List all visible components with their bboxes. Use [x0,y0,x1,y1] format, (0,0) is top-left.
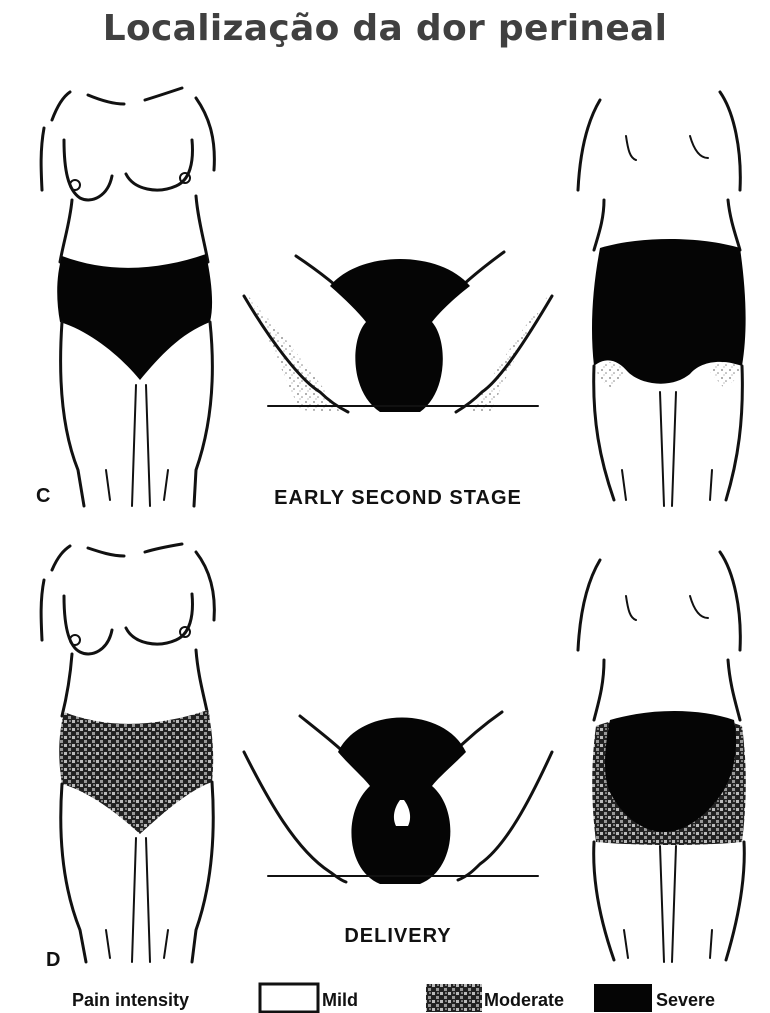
front-body-d [41,544,214,962]
legend-label-severe: Severe [656,990,715,1010]
back-severe-c [592,239,746,384]
back-body-c [578,92,746,506]
panel-letter-d: D [46,949,60,971]
perineum-severe-c [330,259,470,412]
perineum-view-d [244,712,552,884]
legend: Pain intensity Mild Moderate Severe [72,984,715,1012]
panel-letter-c: C [36,485,50,507]
legend-title: Pain intensity [72,990,189,1010]
front-abdomen-severe-c [57,254,212,380]
perineum-view-c [244,252,552,412]
caption-delivery: DELIVERY [344,925,451,947]
legend-swatch-mild [260,984,318,1012]
front-abdomen-moderate-d [59,710,213,834]
front-body-c [41,88,214,506]
legend-label-moderate: Moderate [484,990,564,1010]
legend-label-mild: Mild [322,990,358,1010]
back-body-d [578,552,746,962]
caption-early-second-stage: EARLY SECOND STAGE [274,487,522,509]
legend-swatch-moderate [426,984,482,1012]
legend-swatch-severe [594,984,652,1012]
